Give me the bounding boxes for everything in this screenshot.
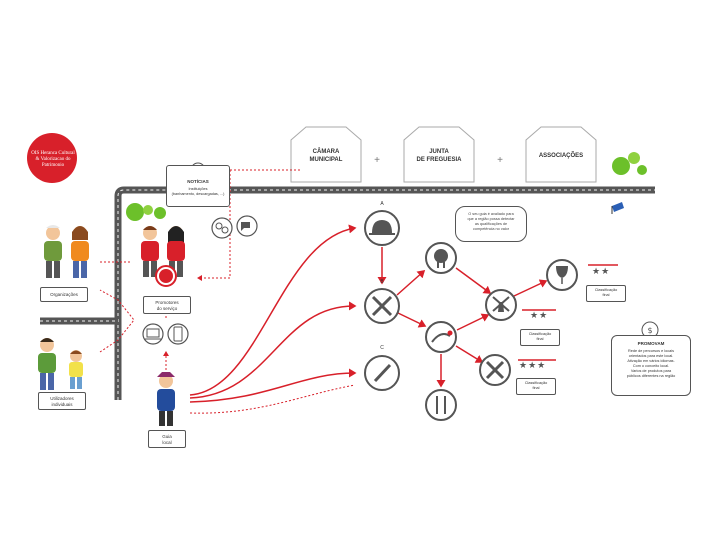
classification-box: Classificação final	[586, 285, 626, 302]
classification-box: Classificação final	[520, 329, 560, 346]
classification-label: Classificação final	[528, 332, 552, 341]
brush-icon	[364, 355, 400, 391]
green-trees-right	[612, 152, 647, 175]
path-label-b: B	[380, 279, 384, 285]
rating-stars: ★★	[530, 311, 549, 321]
person-figure	[71, 226, 89, 278]
road-network	[40, 186, 655, 400]
plus-sign: +	[497, 155, 503, 166]
rating-stars: ★★	[592, 267, 611, 277]
promo-body: Rede de percursos e locais orientados pa…	[626, 349, 676, 378]
institution-label: CÂMARA MUNICIPAL	[309, 149, 343, 163]
person-figure	[38, 338, 56, 390]
institution-label: ASSOCIAÇÕES	[538, 153, 584, 159]
rating-stars: ★★★	[519, 361, 547, 371]
institution-house-junta	[403, 126, 475, 183]
chat-icon	[236, 215, 258, 237]
notice-body: Instituições (banhamento, descargadas, .…	[171, 187, 225, 196]
guide-to-paths-curves	[189, 224, 357, 403]
path-label-c: C	[380, 345, 384, 351]
guide-label: Guia local	[162, 434, 172, 445]
tools-icon	[364, 288, 400, 324]
classification-label: Classificação final	[524, 381, 548, 390]
organizations-group	[44, 225, 89, 278]
route-icon	[425, 321, 457, 353]
cloche-icon	[364, 210, 400, 246]
green-trees-left	[126, 203, 166, 221]
institution-label: JUNTA DE FREGUESIA	[416, 149, 462, 163]
individual-users-group	[38, 338, 83, 390]
classification-box: Classificação final	[516, 378, 556, 395]
service-promoters-group	[141, 226, 185, 287]
person-figure	[44, 225, 62, 278]
institution-house-associacoes	[525, 126, 597, 183]
flow-arrows	[377, 247, 548, 388]
promo-title: PROMOVAM	[637, 341, 665, 346]
person-figure	[69, 350, 83, 389]
tools-icon	[479, 354, 511, 386]
notice-card: NOTÍCIAS Instituições (banhamento, desca…	[166, 165, 230, 207]
individual-users-label-box: Utilizadores individuais	[38, 392, 86, 410]
individual-users-label: Utilizadores individuais	[50, 396, 74, 407]
notice-title: NOTÍCIAS	[187, 179, 209, 184]
speech-bubble: O seu guia é avaliado para que a região …	[455, 206, 527, 242]
coins-icon	[211, 217, 233, 239]
heritage-badge	[27, 133, 77, 183]
person-figure	[141, 226, 159, 277]
promoters-label: Promotores do serviço	[155, 300, 179, 311]
phone-icon	[167, 323, 189, 345]
institution-house-camara	[290, 126, 362, 183]
path-label-a: A	[380, 201, 384, 207]
dotted-curve	[189, 384, 356, 414]
promoters-label-box: Promotores do serviço	[143, 296, 191, 314]
organizations-label-box: Organizações	[40, 287, 88, 302]
dotted-links	[99, 169, 262, 370]
organizations-label: Organizações	[50, 292, 78, 297]
laptop-icon	[142, 323, 164, 345]
classification-label: Classificação final	[594, 288, 618, 297]
coins-icon: $	[641, 321, 659, 339]
wine-glass-icon	[546, 259, 578, 291]
plus-sign: +	[374, 155, 380, 166]
guide-label-box: Guia local	[148, 430, 186, 448]
speech-bubble-text: O seu guia é avaliado para que a região …	[467, 212, 515, 231]
badge-label: OIS Heranca Cultural & Valorizacao do Pa…	[31, 151, 75, 168]
windmill-icon	[485, 289, 517, 321]
svg-text:$: $	[647, 326, 652, 335]
sheep-icon	[425, 242, 457, 274]
promo-card: PROMOVAM Rede de percursos e locais orie…	[611, 335, 691, 396]
rating-bars	[518, 264, 618, 361]
signpost-icon	[611, 202, 624, 214]
local-guide	[157, 372, 175, 426]
cutlery-icon	[425, 389, 457, 421]
